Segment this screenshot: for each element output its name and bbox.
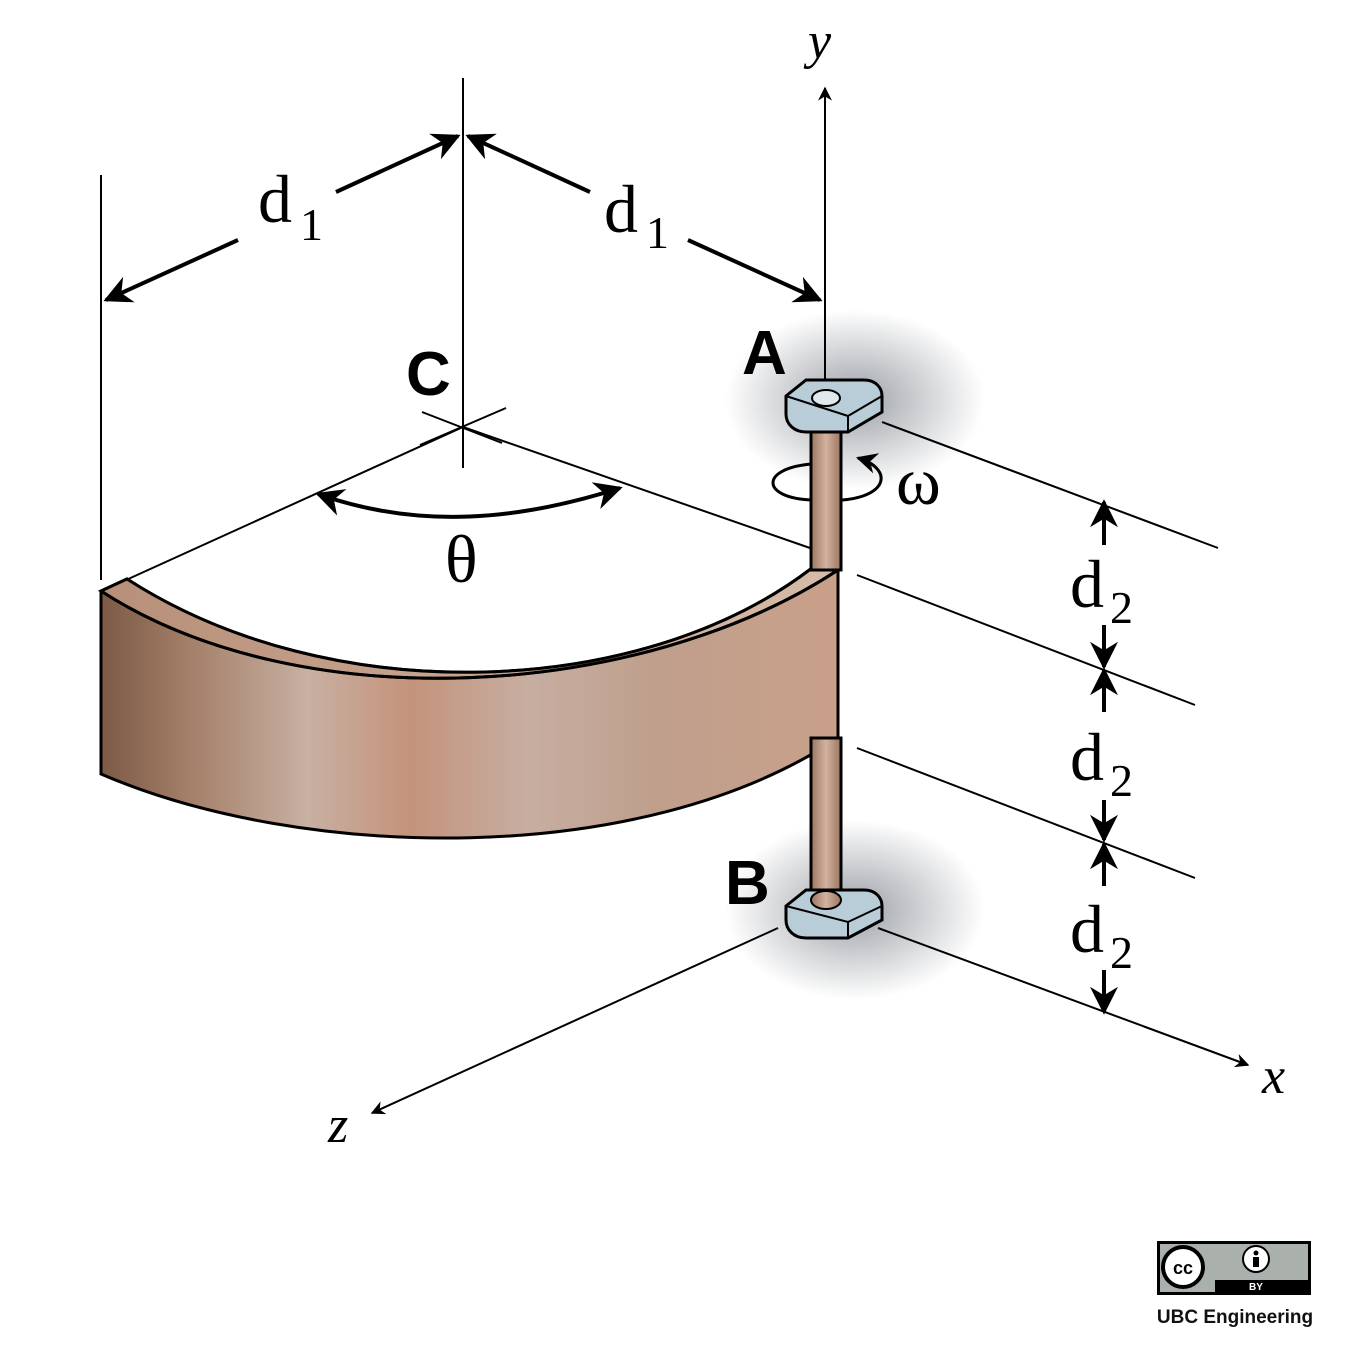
- theta-arc: [315, 482, 623, 519]
- d1-right-arrow-lower: [687, 238, 823, 303]
- y-axis-label: y: [803, 13, 832, 70]
- d1-left-base: d: [258, 161, 292, 237]
- d1-right-sub: 1: [646, 207, 669, 258]
- d2-3-sub: 2: [1110, 927, 1133, 978]
- cc-icon: [1161, 1245, 1205, 1289]
- z-axis: [370, 927, 779, 1115]
- omega-label: ω: [896, 443, 941, 519]
- d2-2-sub: 2: [1110, 755, 1133, 806]
- d2-extension-line-2: [856, 574, 1196, 706]
- bearing-a: [784, 378, 884, 434]
- d2-1-base: d: [1070, 546, 1104, 622]
- d1-right-base: d: [604, 171, 638, 247]
- sector-left-edge: [125, 426, 464, 581]
- point-b-label: B: [725, 849, 770, 918]
- d2-2-base: d: [1070, 719, 1104, 795]
- d2-label-1: d 2: [1070, 546, 1133, 633]
- d1-label-right: d 1: [604, 171, 669, 258]
- z-axis-label: z: [327, 1097, 348, 1154]
- x-axis: [877, 927, 1250, 1068]
- d1-left-arrow-upper: [335, 133, 461, 194]
- c-cross-line-2: [419, 407, 507, 446]
- credit-text: UBC Engineering: [1157, 1307, 1313, 1328]
- point-c-label: C: [406, 340, 451, 409]
- d1-label-left: d 1: [258, 161, 323, 250]
- copper-sector: [97, 566, 843, 840]
- d1-left-sub: 1: [300, 199, 323, 250]
- point-a-label: A: [742, 319, 787, 388]
- sector-right-edge: [462, 426, 811, 549]
- d2-1-sub: 2: [1110, 582, 1133, 633]
- cc-by-badge: cc BY: [1157, 1241, 1311, 1295]
- shaft-bottom-end: [810, 890, 842, 910]
- d2-label-2: d 2: [1070, 719, 1133, 806]
- d1-left-arrow-lower: [103, 238, 239, 303]
- shaft-upper: [809, 416, 843, 572]
- omega-arrow: [841, 453, 883, 502]
- shaft-lower: [809, 736, 843, 902]
- d2-extension-line-3: [856, 747, 1196, 879]
- omega-arc-back: [771, 462, 813, 502]
- cc-icon-text: cc: [1173, 1258, 1193, 1278]
- theta-label: θ: [445, 521, 478, 597]
- d1-right-arrow-upper: [465, 133, 591, 194]
- d2-3-base: d: [1070, 891, 1104, 967]
- bearing-b: [784, 888, 884, 940]
- d2-extension-line-1: [881, 421, 1219, 549]
- by-text: BY: [1249, 1282, 1263, 1293]
- x-axis-label: x: [1261, 1048, 1285, 1105]
- d2-label-3: d 2: [1070, 891, 1133, 978]
